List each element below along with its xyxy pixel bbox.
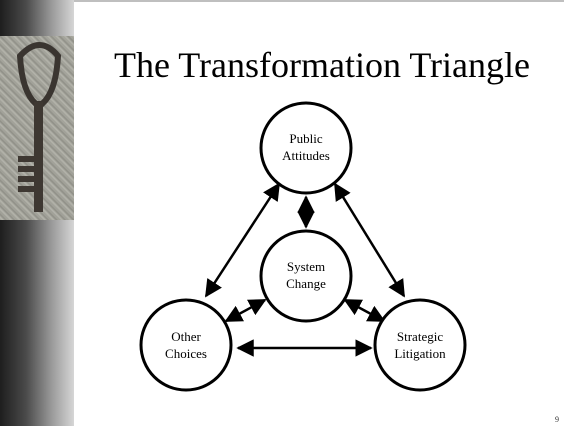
arrow-public-strategic — [333, 182, 406, 298]
node-strategic-litigation-label-2: Litigation — [394, 346, 446, 361]
node-other-choices-label-2: Choices — [165, 346, 207, 361]
antique-key-icon — [0, 36, 74, 220]
page-number: 9 — [555, 415, 559, 424]
node-system-change-label-1: System — [287, 259, 325, 274]
node-system-change — [259, 229, 353, 323]
node-other-choices — [139, 298, 233, 392]
node-system-change-label-2: Change — [286, 276, 326, 291]
node-other-choices-label-1: Other — [171, 329, 201, 344]
arrow-system-strategic — [343, 298, 386, 323]
arrow-public-other — [204, 182, 281, 298]
slide-title: The Transformation Triangle — [113, 45, 530, 85]
node-public-attitudes — [259, 101, 353, 195]
node-strategic-litigation-label-1: Strategic — [397, 329, 443, 344]
arrow-system-other — [224, 298, 267, 323]
top-rule — [74, 0, 564, 2]
node-public-attitudes-label-2: Attitudes — [282, 148, 330, 163]
node-public-attitudes-label-1: Public — [289, 131, 322, 146]
node-strategic-litigation — [373, 298, 467, 392]
